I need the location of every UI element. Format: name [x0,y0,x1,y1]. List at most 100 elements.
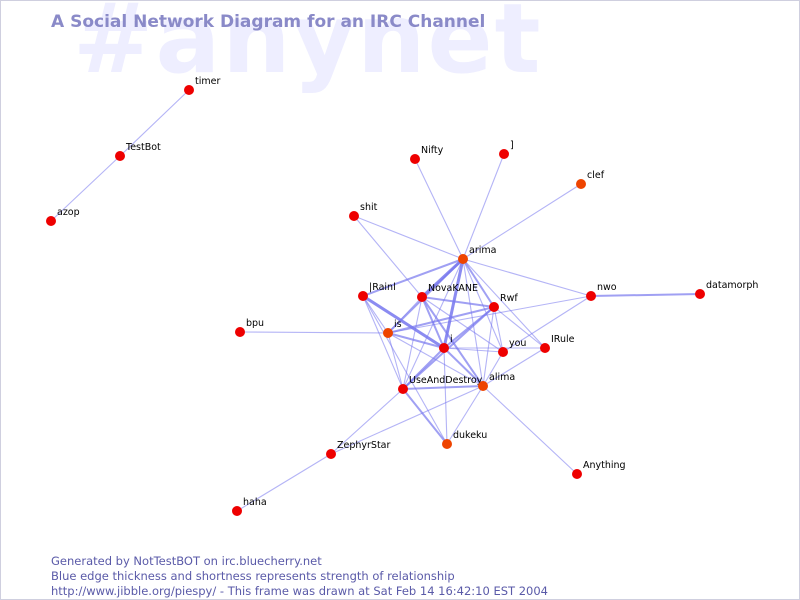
node-timer[interactable]: timer [184,76,220,95]
node-dot-you[interactable] [498,347,508,357]
node-dot-alima[interactable] [478,381,488,391]
node-dot-i[interactable] [439,343,449,353]
node-dot-zephyrstar[interactable] [326,449,336,459]
node-label-novakane: NovaKANE [428,283,478,294]
edge-i-dukeku [443,347,448,445]
node-label-rainl: |Rainl [369,282,396,293]
edge-rwf-alima [482,306,495,387]
node-i[interactable]: i [439,334,453,353]
node-label-nifty: Nifty [421,145,444,156]
edge-arima-irule [462,258,546,349]
node-label-zephyrstar: ZephyrStar [337,440,391,451]
node-nwo[interactable]: nwo [586,282,617,301]
edge-shit-arima [353,215,464,260]
edge-nwo-datamorph [590,293,701,297]
footer-credits: Generated by NotTestBOT on irc.bluecherr… [51,554,548,599]
node-testbot[interactable]: TestBot [115,142,161,161]
edge-arima-alima [462,258,484,387]
node-you[interactable]: you [498,338,526,357]
edge-i-useanddestroy [402,347,445,390]
node-haha[interactable]: haha [232,497,267,516]
node-dot-useanddestroy[interactable] [398,384,408,394]
edge-you-alima [482,351,504,387]
edge-i-alima [443,347,484,387]
node-dot-irule[interactable] [540,343,550,353]
edge-is-alima [387,332,484,387]
node-dot-bracket[interactable] [499,149,509,159]
node-label-is: is [394,319,402,330]
edge-i-you [443,347,504,353]
node-is[interactable]: is [383,319,402,338]
node-dot-rwf[interactable] [489,302,499,312]
node-useanddestroy[interactable]: UseAndDestroy [398,375,483,394]
node-label-useanddestroy: UseAndDestroy [409,375,483,386]
node-bpu[interactable]: bpu [235,318,264,337]
edge-alima-anything [482,385,578,475]
node-shit[interactable]: shit [349,202,378,221]
channel-watermark: #anynet [73,0,543,95]
edge-arima-nwo [462,258,592,297]
node-dot-rainl[interactable] [358,291,368,301]
edge-zephyrstar-haha [236,453,332,512]
node-dot-clef[interactable] [576,179,586,189]
node-anything[interactable]: Anything [572,460,626,479]
node-dot-is[interactable] [383,328,393,338]
edge-rainl-is [362,295,389,334]
node-datamorph[interactable]: datamorph [695,280,758,299]
edge-rwf-is [387,306,495,334]
node-label-bpu: bpu [246,318,264,329]
node-alima[interactable]: alima [478,372,515,391]
node-bracket[interactable]: ] [499,140,514,159]
node-dukeku[interactable]: dukeku [442,430,487,449]
node-dot-novakane[interactable] [417,292,427,302]
node-label-you: you [509,338,526,349]
edge-alima-zephyrstar [330,385,484,455]
edge-arima-rwf [462,258,495,308]
node-label-arima: arima [469,245,496,256]
edge-novakane-is [387,296,423,334]
node-label-rwf: Rwf [500,293,518,304]
node-label-i: i [450,334,453,345]
edge-timer-testbot [119,89,190,157]
edge-bracket-arima [462,153,505,260]
edge-arima-rainl [362,258,464,297]
edge-rainl-i [362,294,445,350]
edge-bpu-is [239,331,389,334]
node-label-timer: timer [195,76,220,87]
node-dot-nwo[interactable] [586,291,596,301]
edge-useanddestroy-alima [402,385,484,390]
node-dot-anything[interactable] [572,469,582,479]
node-irule[interactable]: IRule [540,334,575,353]
node-dot-azop[interactable] [46,216,56,226]
node-dot-bpu[interactable] [235,327,245,337]
node-novakane[interactable]: NovaKANE [417,283,478,302]
node-nifty[interactable]: Nifty [410,145,444,164]
node-dot-nifty[interactable] [410,154,420,164]
node-label-alima: alima [489,372,515,383]
node-dot-shit[interactable] [349,211,359,221]
footer-url-timestamp[interactable]: http://www.jibble.org/piespy/ - This fra… [51,584,548,598]
edge-rainl-dukeku [362,295,448,445]
node-label-haha: haha [243,497,267,508]
footer-legend-note: Blue edge thickness and shortness repres… [51,569,455,583]
node-zephyrstar[interactable]: ZephyrStar [326,440,391,459]
node-label-irule: IRule [551,334,575,345]
node-clef[interactable]: clef [576,170,605,189]
node-rwf[interactable]: Rwf [489,293,518,312]
node-azop[interactable]: azop [46,207,80,226]
edge-rwf-you [493,306,504,353]
node-rainl[interactable]: |Rainl [358,282,396,301]
node-dot-testbot[interactable] [115,151,125,161]
edge-nifty-arima [414,158,464,260]
node-dot-datamorph[interactable] [695,289,705,299]
node-dot-dukeku[interactable] [442,439,452,449]
edge-is-useanddestroy [387,332,404,390]
node-arima[interactable]: arima [458,245,496,264]
node-dot-arima[interactable] [458,254,468,264]
edge-useanddestroy-zephyrstar [330,388,404,455]
node-dot-timer[interactable] [184,85,194,95]
node-dot-haha[interactable] [232,506,242,516]
edge-novakane-rwf [421,296,495,308]
